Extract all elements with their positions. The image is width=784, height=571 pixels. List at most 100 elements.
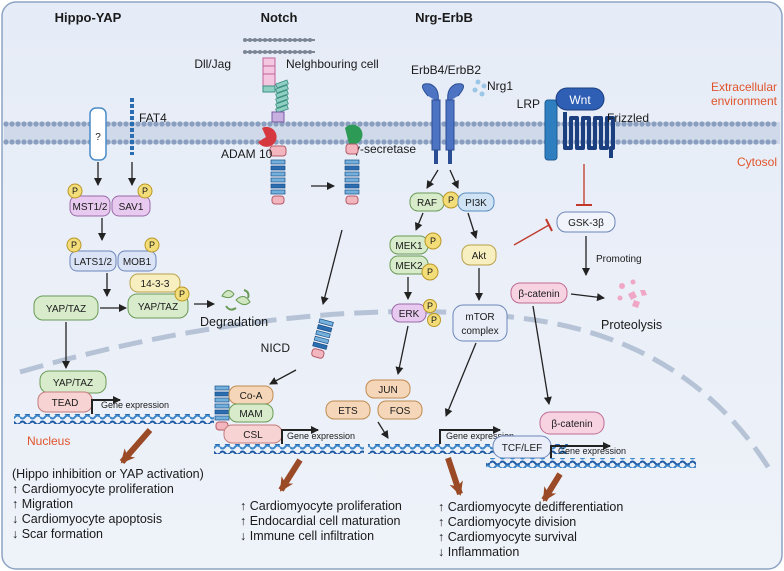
header-hippo-yap: Hippo-YAP (55, 10, 122, 25)
nicd-bound (214, 385, 230, 431)
node-pi3k (457, 192, 495, 212)
hippo-outcome-4: ↓ Scar formation (12, 527, 103, 541)
svg-text:Gene expression: Gene expression (101, 400, 169, 410)
unknown-receptor-label: ? (95, 132, 101, 143)
nrg1-ligand (472, 79, 487, 97)
node-erk (391, 303, 427, 323)
svg-text:MAM: MAM (239, 409, 262, 420)
svg-text:MST1/2: MST1/2 (72, 202, 107, 213)
svg-text:ETS: ETS (338, 406, 358, 417)
degradation-label: Degradation (200, 315, 268, 329)
notch-receptor (269, 79, 289, 205)
svg-text:β-catenin: β-catenin (518, 289, 559, 300)
dna-hippo (14, 414, 214, 424)
hippo-outcome-2: ↑ Migration (12, 497, 73, 511)
lrp-receptor (544, 99, 558, 161)
svg-text:Co-A: Co-A (240, 391, 263, 402)
erbb-label: ErbB4/ErbB2 (411, 63, 481, 77)
svg-text:P: P (430, 236, 436, 246)
node-ets (325, 400, 371, 420)
neighbouring-cell-label: Nelghbouring cell (286, 57, 379, 71)
svg-text:CSL: CSL (243, 430, 263, 441)
svg-text:Gene expression: Gene expression (558, 446, 626, 456)
adam10-label: ADAM 10 (221, 147, 273, 161)
hippo-outcome-1: ↑ Cardiomyocyte proliferation (12, 482, 174, 496)
node-sav1 (111, 195, 151, 217)
svg-text:FOS: FOS (390, 406, 411, 417)
hippo-pathway: ? FAT4 MST1/2 SAV1 P P LATS1/2 MOB1 P P … (12, 98, 268, 541)
node-yap-taz-bound (127, 293, 189, 319)
notch-pathway: Dll/Jag Nelghbouring cell ADAM 10 γ-secr… (194, 57, 416, 543)
svg-text:mTOR: mTOR (465, 312, 494, 323)
node-beta-catenin-nuclear (539, 411, 605, 435)
svg-text:MEK2: MEK2 (395, 261, 423, 272)
unknown-receptor (89, 107, 107, 161)
svg-text:JUN: JUN (378, 385, 397, 396)
svg-text:P: P (72, 186, 78, 196)
svg-text:P: P (179, 289, 185, 299)
notch-outcome-1: ↑ Endocardial cell maturation (240, 514, 401, 528)
label-extracellular-1: Extracellular (711, 80, 777, 94)
node-mam (228, 403, 274, 423)
svg-text:P: P (149, 240, 155, 250)
phospho-mst (67, 183, 83, 199)
header-notch: Notch (261, 10, 298, 25)
node-fos (377, 400, 423, 420)
gamma-secretase-label: γ-secretase (354, 142, 416, 156)
svg-text:14-3-3: 14-3-3 (141, 279, 170, 290)
node-jun (365, 379, 411, 399)
proteolysis-fragments (617, 279, 647, 308)
notch-outcome-0: ↑ Cardiomyocyte proliferation (240, 499, 402, 513)
node-mob1 (117, 250, 157, 272)
node-mtor (452, 304, 508, 342)
node-mst12 (69, 195, 111, 217)
neighbouring-cell-membrane (243, 38, 315, 54)
svg-text:SAV1: SAV1 (119, 202, 144, 213)
node-14-3-3 (129, 273, 181, 293)
svg-text:YAP/TAZ: YAP/TAZ (138, 302, 178, 313)
nrg-outcome-3: ↓ Inflammation (438, 545, 519, 559)
nicd-fragment (311, 318, 334, 359)
svg-text:YAP/TAZ: YAP/TAZ (46, 304, 86, 315)
svg-text:MEK1: MEK1 (395, 241, 423, 252)
nrg-outcome-1: ↑ Cardiomyocyte division (438, 515, 576, 529)
svg-text:YAP/TAZ: YAP/TAZ (53, 378, 93, 389)
node-yap-taz-cyto (33, 295, 99, 321)
header-nrg-erbb: Nrg-ErbB (415, 10, 473, 25)
dna-wnt (486, 458, 696, 468)
frizzled-receptor (563, 112, 615, 158)
notch-cleaved (344, 143, 360, 205)
nrg1-label: Nrg1 (487, 79, 513, 93)
wnt-ligand (555, 87, 605, 111)
svg-text:P: P (427, 301, 433, 311)
svg-text:MOB1: MOB1 (123, 257, 152, 268)
svg-text:Wnt: Wnt (569, 93, 591, 107)
label-extracellular-2: environment (711, 94, 778, 108)
erbb-receptor (422, 83, 464, 164)
nrg-outcome-2: ↑ Cardiomyocyte survival (438, 530, 577, 544)
dll-jag-ligand (262, 57, 276, 93)
svg-text:P: P (142, 186, 148, 196)
svg-text:Gene expression: Gene expression (446, 431, 514, 441)
nrg-outcome-0: ↑ Cardiomyocyte dedifferentiation (438, 500, 623, 514)
label-cytosol: Cytosol (737, 155, 777, 169)
node-akt (461, 244, 497, 266)
frizzled-label: Frizzled (607, 111, 649, 125)
svg-text:P: P (427, 267, 433, 277)
svg-text:RAF: RAF (417, 198, 437, 209)
hippo-outcome-3: ↓ Cardiomyocyte apoptosis (12, 512, 162, 526)
svg-text:ERK: ERK (399, 309, 420, 320)
dna-notch (214, 444, 364, 454)
degraded-fragments (221, 289, 251, 311)
dna-nrg (368, 444, 568, 454)
fat4-label: FAT4 (139, 111, 167, 125)
label-nucleus: Nucleus (27, 434, 70, 448)
dll-jag-label: Dll/Jag (194, 57, 231, 71)
svg-text:GSK-3β: GSK-3β (568, 218, 604, 229)
node-gsk3b (556, 211, 616, 233)
promoting-label: Promoting (596, 254, 642, 265)
nicd-label: NICD (261, 341, 291, 355)
svg-text:β-catenin: β-catenin (551, 419, 592, 430)
